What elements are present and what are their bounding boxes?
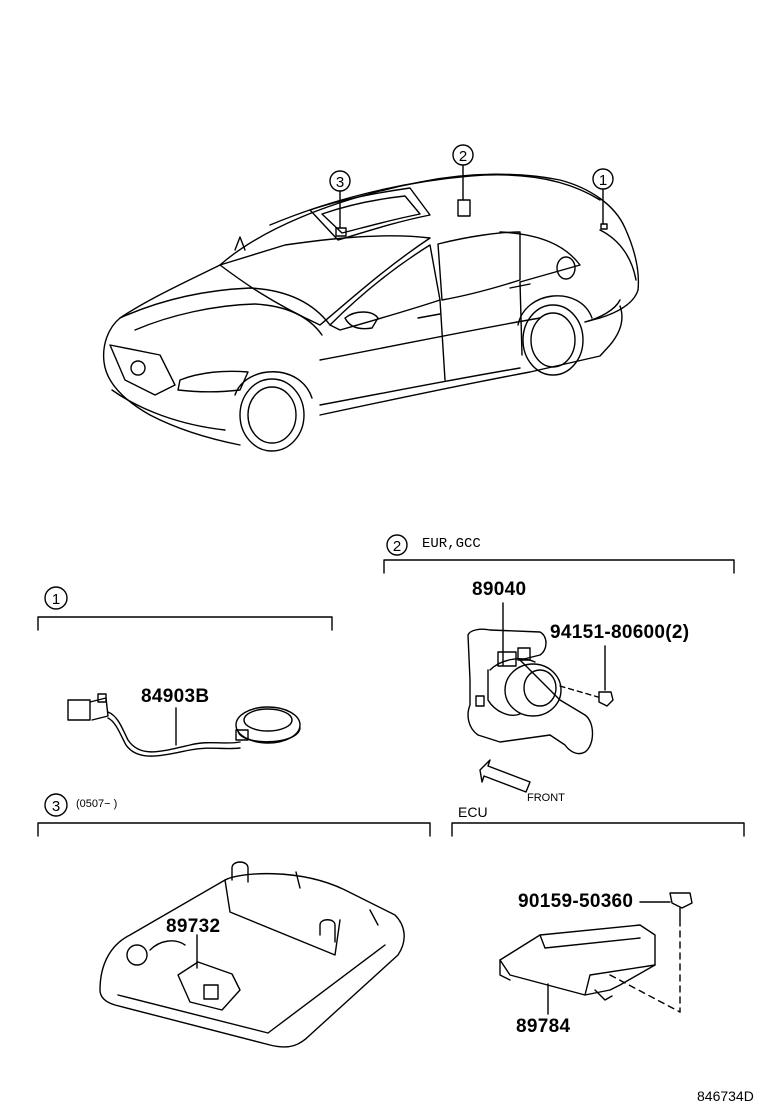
section-3-number: 3 (52, 798, 60, 815)
section-1-number: 1 (52, 591, 60, 608)
callout-circle-3 (329, 170, 351, 192)
section-3-label: (0507− ) (76, 798, 118, 810)
callout-3-text: 3 (336, 174, 344, 191)
front-label: FRONT (527, 792, 565, 804)
callout-1-text: 1 (599, 172, 607, 189)
part-number-89040: 89040 (472, 579, 527, 600)
callout-2-text: 2 (459, 148, 467, 165)
sensor-84903b-illustration (67, 693, 301, 757)
callout-circle-2 (452, 144, 474, 166)
console-89732-illustration (99, 861, 405, 1048)
section-3-circle (44, 793, 68, 817)
section-ecu-label: ECU (458, 804, 488, 820)
part-number-84903b: 84903B (141, 686, 210, 707)
section-2-bracket (383, 559, 735, 574)
section-3-bracket (37, 822, 431, 837)
callout-circle-1 (592, 168, 614, 190)
section-1-circle (44, 586, 68, 610)
section-2-number: 2 (393, 538, 401, 555)
part-number-94151-80600: 94151-80600(2) (550, 622, 690, 643)
part-number-90159-50360: 90159-50360 (518, 891, 634, 912)
sensor-89040-illustration (467, 602, 614, 793)
part-number-89784: 89784 (516, 1016, 571, 1037)
section-2-circle (386, 534, 408, 556)
section-ecu-bracket (451, 822, 745, 837)
ecu-89784-illustration (499, 892, 693, 1015)
diagram-code: 846734D (697, 1088, 754, 1104)
section-1-bracket (37, 616, 333, 631)
section-2-label: EUR,GCC (422, 536, 481, 552)
part-number-89732: 89732 (166, 916, 221, 937)
car-illustration (102, 165, 640, 452)
